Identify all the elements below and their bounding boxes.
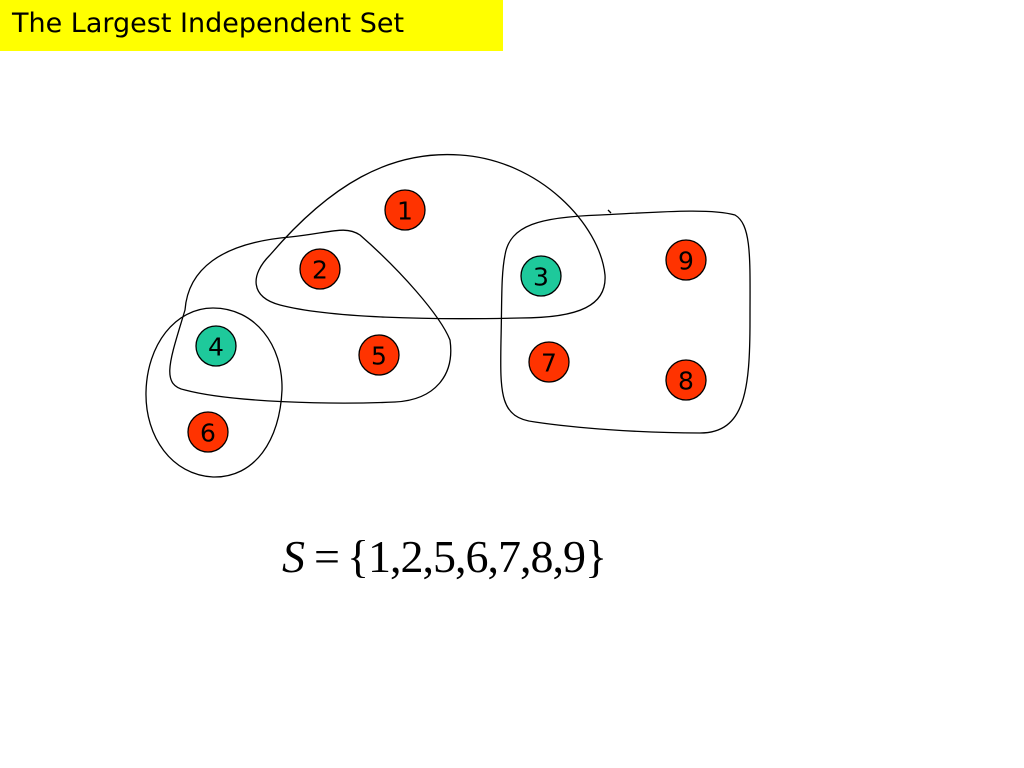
node-5: 5 [358, 334, 400, 376]
node-4-circle [195, 325, 237, 367]
hyperedge-4-6 [145, 307, 283, 478]
node-8: 8 [665, 359, 707, 401]
slide-title: The Largest Independent Set [0, 0, 503, 51]
hyperedge-2-4-5 [169, 229, 452, 404]
node-9: 9 [665, 239, 707, 281]
node-7: 7 [528, 341, 570, 383]
node-1: 1 [384, 189, 426, 231]
node-2: 2 [299, 248, 341, 290]
node-4: 4 [195, 325, 237, 367]
node-1-circle [384, 189, 426, 231]
node-8-circle [665, 359, 707, 401]
stray-stroke [607, 209, 612, 214]
node-7-label: 7 [541, 349, 557, 378]
node-7-circle [528, 341, 570, 383]
formula-variable: S [282, 531, 305, 582]
node-6-label: 6 [200, 419, 216, 448]
node-5-label: 5 [371, 342, 387, 371]
hyperedge-3-7-8-9 [500, 210, 751, 434]
independent-set-formula: S={1,2,5,6,7,8,9} [282, 530, 607, 583]
formula-equals: = [314, 531, 340, 582]
node-5-circle [358, 334, 400, 376]
node-1-label: 1 [397, 197, 413, 226]
node-3-label: 3 [533, 263, 549, 292]
node-9-label: 9 [678, 247, 694, 276]
formula-set: {1,2,5,6,7,8,9} [346, 531, 607, 582]
hyperedge-1-2-3 [255, 153, 606, 320]
node-2-label: 2 [312, 256, 328, 285]
node-4-label: 4 [208, 333, 224, 362]
node-6: 6 [187, 411, 229, 453]
node-8-label: 8 [678, 367, 694, 396]
node-2-circle [299, 248, 341, 290]
node-3-circle [520, 255, 562, 297]
node-3: 3 [520, 255, 562, 297]
node-6-circle [187, 411, 229, 453]
node-9-circle [665, 239, 707, 281]
